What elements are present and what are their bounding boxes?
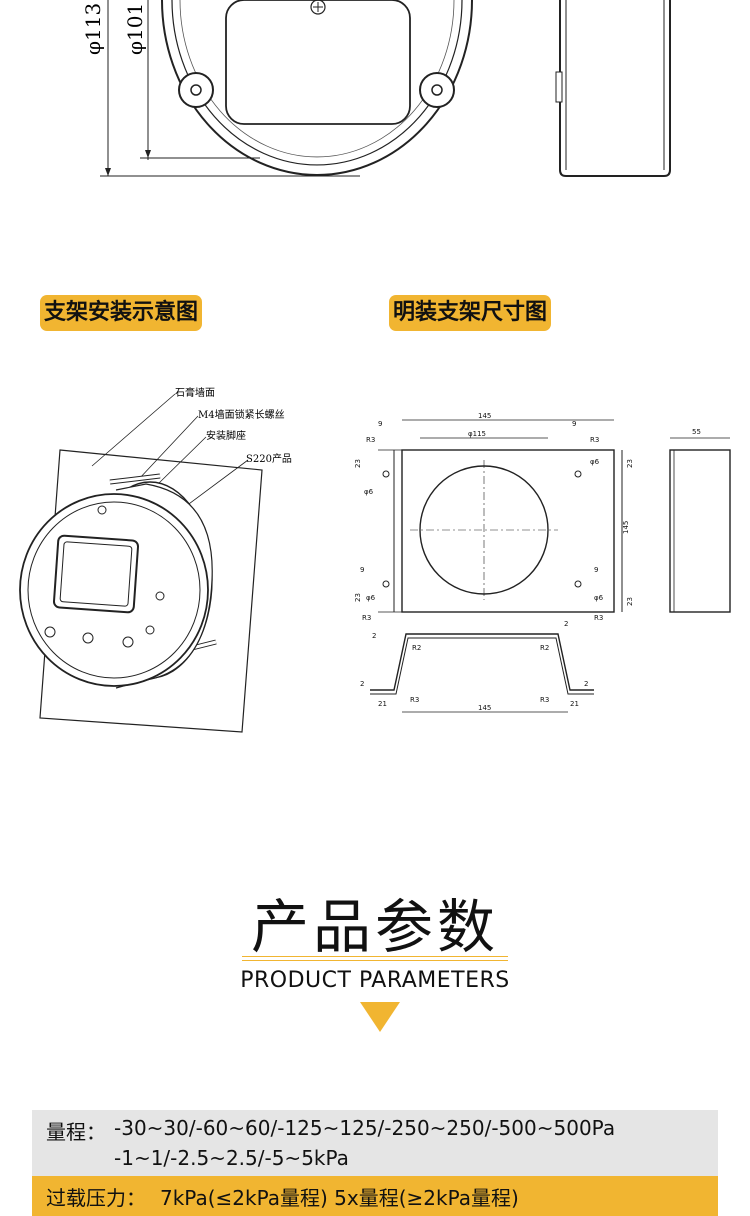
title-rule-bottom (242, 960, 508, 961)
bracket-dimension-label: 明装支架尺寸图 (389, 295, 552, 331)
dim-edge-right: 9 (572, 420, 576, 428)
dim-r3-bend-right: R3 (540, 696, 549, 704)
bracket-dimension-drawing: 145 φ115 9 9 23 23 23 23 R3 R3 φ6 φ6 9 9… (354, 412, 731, 713)
overload-label: 过载压力： (46, 1186, 146, 1210)
dim-d6-right-bottom: φ6 (594, 594, 604, 602)
dim-2-right-lower: 2 (584, 680, 588, 688)
overload-value: 7kPa(≤2kPa量程) 5x量程(≥2kPa量程) (160, 1186, 519, 1210)
chevron-down-icon (360, 1002, 400, 1032)
dim-r2-right: R2 (540, 644, 549, 652)
dim-d6-right: φ6 (590, 458, 600, 466)
dim-d6-left-bottom: φ6 (366, 594, 376, 602)
param-row-range: 量程： -30~30/-60~60/-125~125/-250~250/-500… (32, 1110, 718, 1176)
range-value-line2: -1~1/-2.5~2.5/-5~5kPa (114, 1146, 349, 1170)
dim-width-bottom: 145 (478, 704, 491, 712)
top-device-drawing: φ113 φ101 (81, 0, 671, 177)
callout-product: S220产品 (246, 452, 292, 465)
param-row-overload: 过载压力： 7kPa(≤2kPa量程) 5x量程(≥2kPa量程) (32, 1176, 718, 1216)
dim-23-left: 23 (354, 459, 362, 468)
dim-inner-label: φ101 (123, 3, 147, 55)
dim-r3-bottom-left: R3 (362, 614, 371, 622)
dim-21-right: 21 (570, 700, 579, 708)
dim-outer-label: φ113 (81, 3, 105, 55)
callout-gypsum-wall: 石膏墙面 (175, 386, 215, 399)
title-rule-top (242, 956, 508, 957)
callout-screw: M4墙面锁紧长螺丝 (198, 408, 285, 421)
callout-mount-foot: 安装脚座 (206, 429, 246, 442)
dim-height: 145 (622, 521, 630, 534)
install-illustration: 石膏墙面 M4墙面锁紧长螺丝 安装脚座 S220产品 (19, 386, 292, 733)
product-parameters-title: 产品参数 (250, 893, 499, 961)
dim-width-top: 145 (478, 412, 491, 420)
dim-r3-top-right: R3 (590, 436, 599, 444)
dim-23-right: 23 (626, 459, 634, 468)
dim-r3-bottom-right: R3 (594, 614, 603, 622)
dim-d6-left: φ6 (364, 488, 374, 496)
product-parameters-subtitle: PRODUCT PARAMETERS (240, 968, 510, 993)
dim-23-right-bottom: 23 (626, 597, 634, 606)
dim-21-left: 21 (378, 700, 387, 708)
dim-side-width: 55 (692, 428, 701, 436)
install-diagram-label: 支架安装示意图 (40, 295, 203, 331)
dim-9-right-mid: 9 (594, 566, 598, 574)
dim-9-left-mid: 9 (360, 566, 364, 574)
dim-edge-left: 9 (378, 420, 382, 428)
range-value-line1: -30~30/-60~60/-125~125/-250~250/-500~500… (114, 1116, 616, 1140)
dim-23-left-bottom: 23 (354, 593, 362, 602)
dim-circle: φ115 (468, 430, 486, 438)
dim-2-right: 2 (564, 620, 568, 628)
dim-r3-bend-left: R3 (410, 696, 419, 704)
dim-r3-top-left: R3 (366, 436, 375, 444)
dim-2-left-lower: 2 (360, 680, 364, 688)
dim-r2-left: R2 (412, 644, 421, 652)
dim-2-left: 2 (372, 632, 376, 640)
range-label: 量程： (46, 1120, 106, 1144)
